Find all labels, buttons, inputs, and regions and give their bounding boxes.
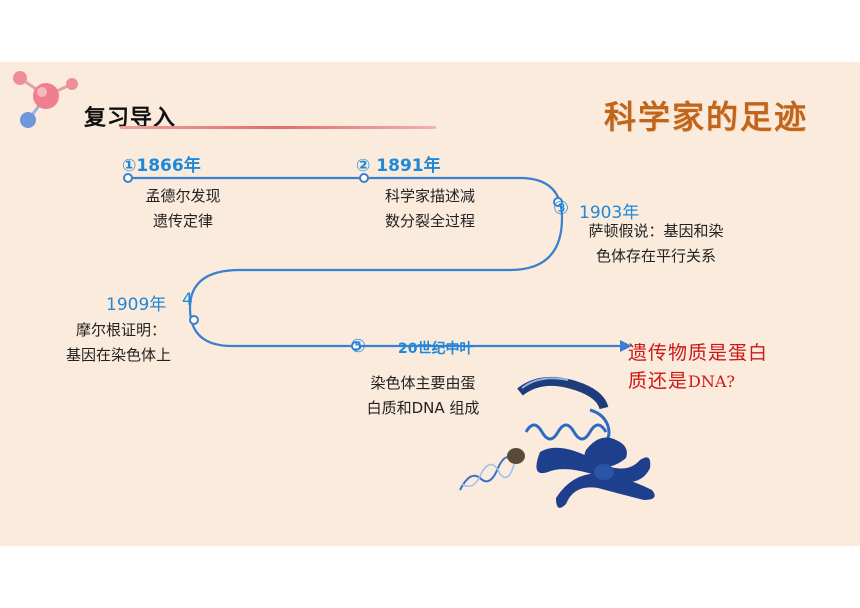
- conclusion-question: 遗传物质是蛋白 质还是DNA?: [628, 339, 768, 396]
- event-1909-year: 1909年: [106, 295, 167, 315]
- event-1891-desc-line-2: 数分裂全过程: [384, 212, 475, 230]
- event-1891-description: 科学家描述减 数分裂全过程: [366, 184, 494, 234]
- timeline-path: [128, 176, 620, 348]
- event-1903-desc-line-2: 色体存在平行关系: [595, 247, 716, 265]
- chromosome-illustration: [459, 376, 655, 508]
- event-1909-marker: 4: [182, 290, 193, 310]
- event-mid20c-description: 染色体主要由蛋 白质和DNA 组成: [355, 371, 491, 421]
- molecule-icon: [13, 71, 78, 128]
- event-1903-marker: ③: [553, 198, 570, 219]
- timeline-nodes: [123, 173, 563, 351]
- event-mid20c-marker: ⑤: [350, 336, 367, 357]
- event-1909-desc-line-1: 摩尔根证明：: [76, 321, 167, 339]
- conclusion-line-1: 遗传物质是蛋白: [628, 342, 769, 364]
- conclusion-line-2: 质还是DNA?: [628, 367, 768, 396]
- event-1891-year: ② 1891年: [356, 156, 441, 176]
- conclusion-line-2-prefix: 质还是: [628, 370, 689, 392]
- timeline-arrowhead: [620, 340, 632, 352]
- event-1891-desc-line-1: 科学家描述减: [384, 187, 475, 205]
- event-1866-year: ①1866年: [122, 156, 201, 176]
- event-mid20c-desc-line-1: 染色体主要由蛋: [370, 374, 476, 392]
- event-1903-year: 1903年: [579, 203, 640, 223]
- title-underline: [120, 126, 436, 129]
- event-1866-description: 孟德尔发现 遗传定律: [128, 184, 238, 234]
- slide-background: [0, 62, 860, 546]
- page-title: 科学家的足迹: [604, 98, 809, 136]
- event-1866-desc-line-2: 遗传定律: [152, 212, 213, 230]
- event-1909-description: 摩尔根证明： 基因在染色体上: [66, 318, 206, 368]
- event-1909-desc-line-2: 基因在染色体上: [66, 346, 172, 364]
- event-1866-desc-line-1: 孟德尔发现: [145, 187, 221, 205]
- event-1903-description: 萨顿假说：基因和染 色体存在平行关系: [568, 219, 744, 269]
- event-mid20c-year: 20世纪中叶: [398, 341, 474, 357]
- conclusion-line-2-suffix: DNA?: [688, 372, 735, 391]
- event-mid20c-desc-line-2: 白质和DNA 组成: [366, 399, 480, 417]
- event-1903-desc-line-1: 萨顿假说：基因和染: [588, 222, 724, 240]
